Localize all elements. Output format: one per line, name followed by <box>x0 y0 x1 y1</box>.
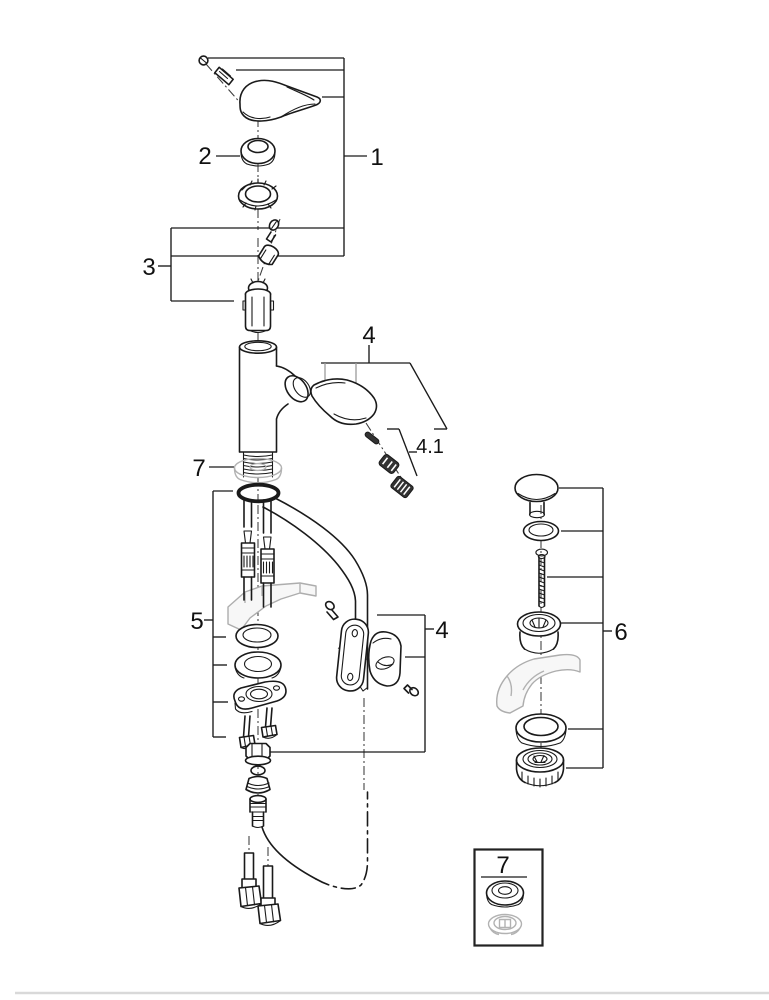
supply-hoses-upper <box>240 499 275 608</box>
handle-screw <box>198 55 234 86</box>
dome-cap-ring <box>240 137 276 167</box>
cartridge <box>242 278 275 334</box>
pullout-hose <box>261 791 369 890</box>
spray-head <box>310 378 378 426</box>
callout-7-left: 7 <box>192 455 205 482</box>
drain-seal-ring <box>522 520 560 542</box>
stud-assembly <box>244 742 272 829</box>
callout-4-top: 4 <box>362 322 375 349</box>
callout-7-box: 7 <box>496 852 509 879</box>
flat-washer <box>234 651 282 679</box>
callout-4-1: 4.1 <box>416 436 444 458</box>
part7-gland-gray <box>487 913 523 936</box>
hose-end-right <box>257 865 282 926</box>
faucet-body <box>238 339 311 453</box>
callout-3: 3 <box>142 254 155 281</box>
part7-washer <box>485 880 525 908</box>
popup-plug-cap <box>514 473 559 519</box>
aerator <box>390 475 414 499</box>
drain-flange-top <box>516 611 562 654</box>
bracket-part6 <box>547 487 612 769</box>
holder-screw-top <box>324 600 339 621</box>
shank-o-ring <box>236 482 281 504</box>
spray-insert <box>378 454 400 474</box>
lever-handle <box>239 79 322 122</box>
bracket-part4-bottom <box>267 614 434 753</box>
shank-threads <box>239 451 277 478</box>
sink-cutaway-left <box>227 582 317 631</box>
drain-seal-washer <box>515 713 567 748</box>
callout-labels: 2 1 3 4 4.1 7 5 4 6 7 <box>142 143 627 879</box>
bonnet-ring <box>237 178 279 211</box>
spray-pin <box>364 431 380 445</box>
o-ring-mid <box>235 623 279 649</box>
sink-cutaway-right <box>496 653 581 714</box>
hose-end-left <box>238 852 263 909</box>
bracket-part3 <box>158 227 344 302</box>
holder-screw-bottom <box>403 684 420 697</box>
callout-6: 6 <box>614 619 627 646</box>
drain-locknut <box>515 747 565 788</box>
bracket-part1 <box>208 57 367 256</box>
cartridge-screw <box>265 219 280 243</box>
drain-screw <box>535 548 549 609</box>
part7-detail-box <box>473 848 544 947</box>
bracket-part4-1 <box>387 428 418 477</box>
base-washer-gray <box>233 457 283 484</box>
holder-bracket-plate <box>335 618 370 692</box>
callout-1: 1 <box>370 144 383 171</box>
callout-2: 2 <box>198 143 211 170</box>
mounting-flange <box>233 680 287 714</box>
spray-holder-cup <box>367 631 402 687</box>
callout-5: 5 <box>190 608 203 635</box>
cartridge-cap-nut <box>257 244 280 266</box>
callout-4-bottom: 4 <box>435 617 448 644</box>
bracket-part5 <box>204 490 233 738</box>
